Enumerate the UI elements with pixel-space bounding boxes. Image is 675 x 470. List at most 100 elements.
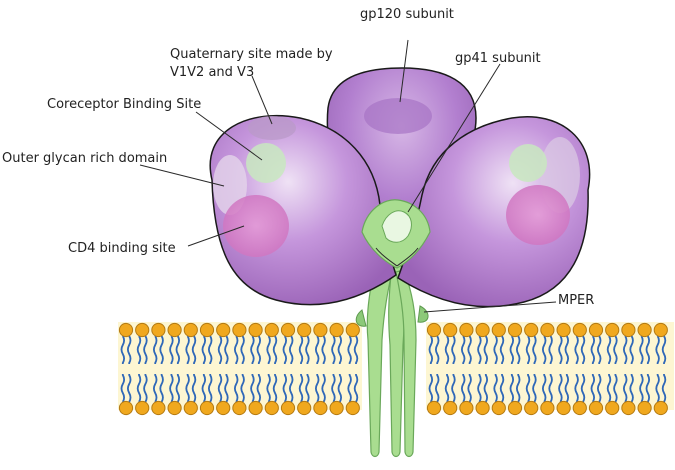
lipid-tail — [525, 335, 531, 364]
lipid-tail — [185, 335, 190, 364]
lipid-head — [248, 400, 263, 416]
lipid-tail — [305, 335, 310, 364]
lipid-tail — [353, 335, 359, 364]
lipid-tail — [136, 374, 142, 403]
gp120-right-lobe — [397, 116, 591, 308]
lipid-head — [605, 322, 620, 338]
lipid-tail — [509, 335, 514, 364]
lipid-tail — [289, 335, 294, 364]
lipid-tail — [574, 335, 579, 364]
lipid-head — [572, 400, 587, 416]
label-quaternary-line1: Quaternary site made by — [170, 47, 333, 62]
lipid-tail — [282, 374, 287, 403]
lipid-tail — [305, 374, 310, 403]
lipid-tail — [153, 335, 158, 364]
lipid-tail — [645, 335, 650, 364]
lipid-tail — [564, 335, 569, 364]
lipid-tail — [435, 335, 440, 364]
lipid-head — [524, 322, 539, 338]
lipid-head — [280, 400, 296, 416]
lipid-tail — [590, 374, 595, 403]
lipid-head — [621, 400, 636, 416]
lipid-tail — [613, 374, 618, 403]
lipid-head — [345, 322, 360, 338]
lipid-head — [443, 400, 458, 416]
lipid-tail — [234, 374, 239, 403]
lipid-head — [475, 322, 490, 338]
lipid-tail — [493, 335, 498, 364]
label-outer-glycan-domain: Outer glycan rich domain — [2, 151, 167, 166]
lipid-head — [459, 400, 474, 416]
lipid-tail — [185, 374, 190, 403]
leader-lines — [139, 39, 557, 313]
lipid-tail — [159, 335, 164, 364]
lipid-tail — [272, 374, 278, 403]
lipid-tail — [493, 374, 498, 403]
lipid-head — [118, 400, 134, 416]
lipid-tail — [143, 374, 148, 403]
lipid-tail — [483, 374, 488, 403]
leader-gp120 — [399, 39, 409, 103]
lipid-head — [297, 400, 312, 416]
lipid-tail — [499, 374, 505, 403]
lipid-tail — [542, 335, 547, 364]
lipid-tail — [597, 335, 602, 364]
lipid-tail — [298, 335, 304, 364]
lipid-tail — [298, 374, 304, 403]
lipid-tail — [532, 374, 537, 403]
lipid-head — [199, 322, 215, 338]
lipid-tail — [661, 374, 667, 403]
lipid-tail — [451, 374, 456, 403]
lipid-tail — [564, 374, 569, 403]
lipid-head — [232, 322, 247, 338]
lipid-tail — [655, 374, 660, 403]
gp41-head — [361, 199, 431, 269]
lipid-tail — [558, 374, 563, 403]
lipid-heads — [118, 322, 668, 416]
lipid-tail — [477, 335, 482, 364]
lipid-tail — [127, 335, 132, 364]
lipid-tail — [240, 335, 245, 364]
lipid-head — [637, 322, 652, 338]
lipid-head — [248, 322, 263, 338]
lipid-head — [167, 400, 182, 416]
lipid-tail — [217, 335, 223, 364]
lipid-head — [313, 322, 328, 338]
lipid-tail — [289, 374, 294, 403]
leader-quaternary — [251, 75, 273, 125]
lipid-tail — [175, 335, 180, 364]
lipid-head — [345, 400, 360, 416]
lipid-head — [491, 400, 506, 416]
lipid-head — [329, 322, 344, 338]
lipid-head — [524, 400, 539, 416]
lipid-head — [183, 400, 198, 416]
label-mper: MPER — [558, 293, 594, 308]
lipid-head — [313, 400, 328, 416]
leader-cd4 — [187, 225, 245, 247]
lipid-tail — [467, 374, 472, 403]
lipid-head — [216, 322, 231, 338]
lipid-tail — [120, 374, 125, 403]
lipid-head — [540, 322, 555, 338]
lipid-head — [637, 400, 652, 416]
lipid-head — [135, 322, 150, 338]
lipid-tail — [639, 374, 644, 403]
coreceptor-site-left — [246, 143, 286, 183]
gp41-stalk-left — [366, 269, 393, 458]
lipid-tail — [461, 374, 466, 403]
lipid-tail — [127, 374, 132, 403]
label-coreceptor-binding-site: Coreceptor Binding Site — [47, 97, 201, 112]
lipid-tail — [428, 374, 433, 403]
lipid-tail — [321, 335, 326, 364]
leader-outer-glycan — [139, 164, 225, 187]
lipid-head — [540, 400, 555, 416]
gp120-top-highlight — [364, 98, 432, 134]
lipid-head — [167, 322, 182, 338]
lipid-tail — [331, 335, 336, 364]
lipid-tail — [477, 374, 482, 403]
lipid-tail — [606, 335, 612, 364]
lipid-head — [426, 322, 442, 338]
lipid-tail — [224, 374, 229, 403]
lipid-tail — [542, 374, 547, 403]
